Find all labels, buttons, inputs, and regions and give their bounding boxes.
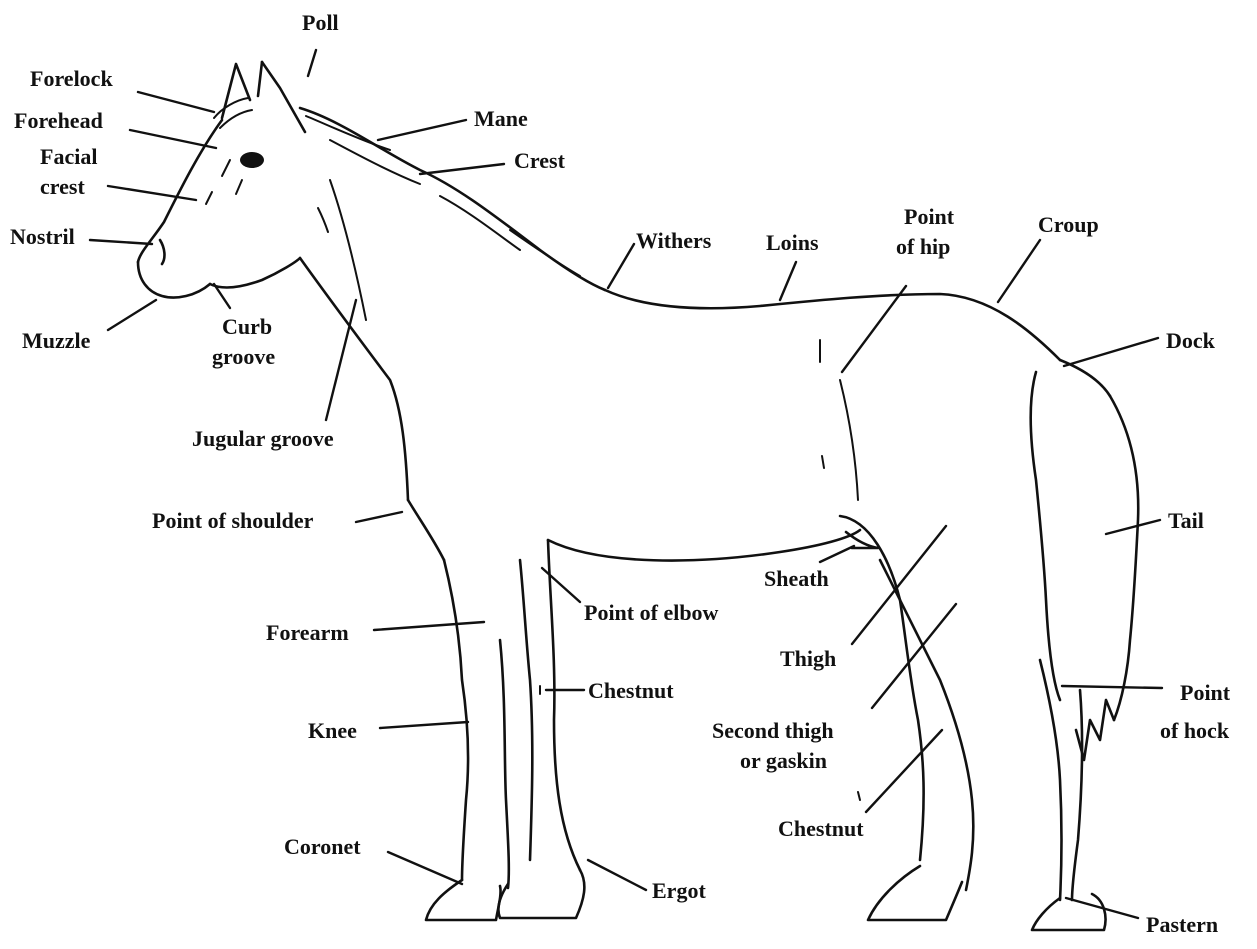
eye — [240, 152, 264, 168]
leader-facial-crest — [108, 186, 196, 200]
leader-coronet — [388, 852, 462, 884]
label-chestnut-front: Chestnut — [588, 678, 674, 703]
label-ergot: Ergot — [652, 878, 706, 903]
leader-jugular-groove — [326, 300, 356, 420]
label-curb-groove-line2: groove — [212, 344, 275, 369]
label-pastern: Pastern — [1146, 912, 1218, 937]
label-thigh: Thigh — [780, 646, 836, 671]
label-point-of-hip-line2: of hip — [896, 234, 950, 259]
label-curb-groove-line1: Curb — [222, 314, 272, 339]
label-sheath: Sheath — [764, 566, 829, 591]
leader-muzzle — [108, 300, 156, 330]
leader-nostril — [90, 240, 152, 244]
leader-chestnut-hind — [866, 730, 942, 812]
label-mane: Mane — [474, 106, 528, 131]
leader-loins — [780, 262, 796, 300]
leader-sheath — [820, 546, 854, 562]
label-point-of-hock-line2: of hock — [1160, 718, 1230, 743]
label-point-of-hip-line1: Point — [904, 204, 955, 229]
leader-forelock — [138, 92, 214, 112]
label-withers: Withers — [636, 228, 712, 253]
horse-outline — [138, 62, 1138, 930]
leader-knee — [380, 722, 468, 728]
label-facial-crest-line1: Facial — [40, 144, 97, 169]
label-dock: Dock — [1166, 328, 1216, 353]
label-coronet: Coronet — [284, 834, 361, 859]
label-nostril: Nostril — [10, 224, 75, 249]
leader-withers — [608, 244, 634, 288]
label-second-thigh-line1: Second thigh — [712, 718, 834, 743]
leader-forehead — [130, 130, 216, 148]
label-jugular-groove: Jugular groove — [192, 426, 334, 451]
label-knee: Knee — [308, 718, 357, 743]
leader-forearm — [374, 622, 484, 630]
leader-lines — [90, 50, 1162, 918]
label-croup: Croup — [1038, 212, 1099, 237]
label-tail: Tail — [1168, 508, 1204, 533]
leader-point-of-hock — [1062, 686, 1162, 688]
leader-mane — [378, 120, 466, 140]
label-crest: Crest — [514, 148, 566, 173]
leader-poll — [308, 50, 316, 76]
leader-croup — [998, 240, 1040, 302]
leader-point-of-elbow — [542, 568, 580, 602]
label-forearm: Forearm — [266, 620, 349, 645]
label-facial-crest-line2: crest — [40, 174, 85, 199]
leader-crest — [420, 164, 504, 174]
leader-point-of-shoulder — [356, 512, 402, 522]
label-chestnut-hind: Chestnut — [778, 816, 864, 841]
label-second-thigh-line2: or gaskin — [740, 748, 827, 773]
label-poll: Poll — [302, 10, 339, 35]
label-forelock: Forelock — [30, 66, 113, 91]
leader-ergot — [588, 860, 646, 890]
label-muzzle: Muzzle — [22, 328, 91, 353]
label-forehead: Forehead — [14, 108, 103, 133]
label-point-of-hock-line1: Point — [1180, 680, 1231, 705]
label-point-of-shoulder: Point of shoulder — [152, 508, 314, 533]
labels: Poll Forelock Forehead Facial crest Nost… — [10, 10, 1231, 937]
label-loins: Loins — [766, 230, 819, 255]
leader-pastern — [1066, 898, 1138, 918]
label-point-of-elbow: Point of elbow — [584, 600, 719, 625]
leader-tail — [1106, 520, 1160, 534]
leader-dock — [1064, 338, 1158, 366]
